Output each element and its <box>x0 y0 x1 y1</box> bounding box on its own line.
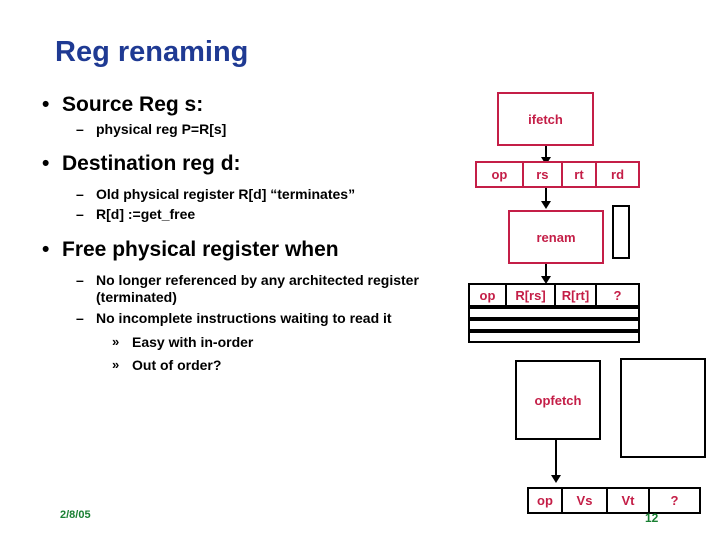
list-item-label: Easy with in-order <box>132 333 254 350</box>
side-box <box>620 358 706 458</box>
field-vt: Vt <box>608 489 650 512</box>
renamed-fields-row: op R[rs] R[rt] ? <box>468 283 640 307</box>
rename-box: renam <box>508 210 604 264</box>
list-item: » Out of order? <box>28 357 448 375</box>
list-item-label: Old physical register R[d] “terminates” <box>96 185 356 202</box>
bullet-list: • Source Reg s: – physical reg P=R[s] • … <box>28 92 448 375</box>
list-item: • Source Reg s: <box>28 92 448 118</box>
arrow-instruction-to-rename <box>545 188 547 204</box>
arrow-ifetch-to-instruction <box>545 146 547 160</box>
opfetch-box: opfetch <box>515 360 601 440</box>
list-item-label: No incomplete instructions waiting to re… <box>96 309 392 326</box>
arrowhead-icon <box>541 276 551 284</box>
field-unknown: ? <box>613 287 622 303</box>
bullet-marker-icon: • <box>42 93 50 116</box>
list-item: – R[d] :=get_free <box>28 206 448 224</box>
list-item: – No longer referenced by any architecte… <box>28 272 448 307</box>
dash-marker-icon: – <box>76 271 84 288</box>
ifetch-box: ifetch <box>497 92 594 146</box>
list-item-label: R[d] :=get_free <box>96 206 196 223</box>
list-item: » Easy with in-order <box>28 334 448 352</box>
list-item: – physical reg P=R[s] <box>28 121 448 139</box>
dash-marker-icon: – <box>76 120 84 137</box>
dash-marker-icon: – <box>76 206 84 223</box>
instruction-fields-row: op rs rt rd <box>475 161 640 188</box>
chevron-marker-icon: » <box>112 357 120 373</box>
field-rs: rs <box>524 163 563 186</box>
list-item: • Free physical register when <box>28 237 448 263</box>
list-item-label: physical reg P=R[s] <box>96 120 227 137</box>
rename-box-label: renam <box>536 229 576 245</box>
list-item-label: Out of order? <box>132 357 222 374</box>
field-op: op <box>529 489 563 512</box>
dash-marker-icon: – <box>76 185 84 202</box>
list-item: – Old physical register R[d] “terminates… <box>28 186 448 204</box>
arrow-rename-to-renamed <box>545 264 547 279</box>
queue-row <box>468 307 640 319</box>
operand-fields-row: op Vs Vt ? <box>527 487 701 514</box>
list-item-label: Destination reg d: <box>62 152 241 176</box>
arrowhead-icon <box>551 475 561 483</box>
list-item-label: Free physical register when <box>62 238 339 262</box>
list-item-label: Source Reg s: <box>62 93 204 116</box>
list-item: – No incomplete instructions waiting to … <box>28 310 448 328</box>
ifetch-box-label: ifetch <box>528 111 563 127</box>
field-op: op <box>477 163 524 186</box>
bullet-marker-icon: • <box>42 152 50 176</box>
page-title: Reg renaming <box>55 36 249 68</box>
field-vs: Vs <box>563 489 608 512</box>
opfetch-box-label: opfetch <box>534 392 582 408</box>
field-op: op <box>470 285 507 305</box>
bullet-marker-icon: • <box>42 238 50 262</box>
list-item-label: No longer referenced by any architected … <box>96 271 419 306</box>
field-rd: rd <box>611 167 625 182</box>
field-rt: rt <box>563 163 598 186</box>
dash-marker-icon: – <box>76 309 84 326</box>
arrowhead-icon <box>541 201 551 209</box>
free-list-box <box>612 205 630 259</box>
field-rrs: R[rs] <box>507 285 556 305</box>
list-item: • Destination reg d: <box>28 151 448 177</box>
page-number: 12 <box>645 511 659 525</box>
queue-row <box>468 319 640 331</box>
date-footer: 2/8/05 <box>60 509 91 521</box>
field-rrt: R[rt] <box>556 285 597 305</box>
field-unknown: ? <box>670 493 679 508</box>
queue-row <box>468 331 640 343</box>
chevron-marker-icon: » <box>112 333 120 349</box>
arrow-opfetch-to-operand <box>555 440 557 478</box>
